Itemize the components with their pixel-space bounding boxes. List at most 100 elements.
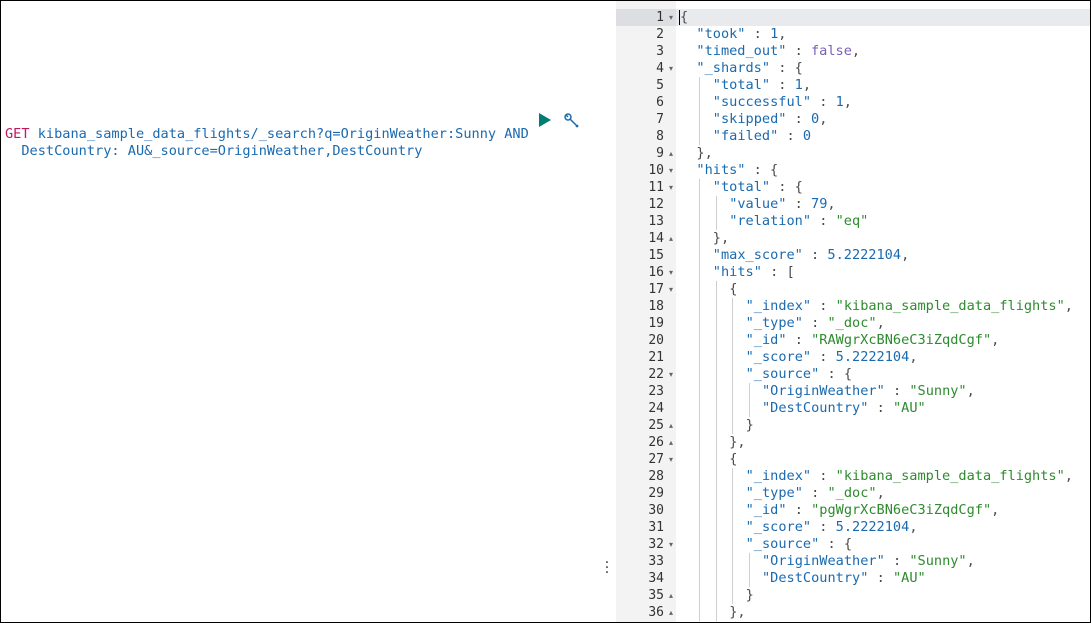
- request-line-2[interactable]: DestCountry: AU&_source=OriginWeather,De…: [5, 143, 422, 160]
- fold-toggle-icon[interactable]: ▾: [668, 268, 673, 277]
- code-token: :: [786, 43, 811, 59]
- response-line: 30"_id" : "pgWgrXcBN6eC3iZqdCgf",: [616, 502, 1090, 519]
- code-text: "_type" : "_doc",: [746, 485, 885, 502]
- code-text: "_type" : "_doc",: [746, 315, 885, 332]
- indent-guide: [732, 485, 734, 502]
- code-token: "hits": [712, 264, 762, 280]
- response-viewer[interactable]: 1▾{2"took" : 1,3"timed_out" : false,4▾"_…: [616, 1, 1090, 622]
- fold-toggle-icon[interactable]: ▾: [668, 455, 673, 464]
- response-line: 2"took" : 1,: [616, 26, 1090, 43]
- indent-guide: [715, 587, 717, 604]
- line-number-text: 24: [648, 401, 664, 416]
- indent-guide: [699, 434, 701, 451]
- indent-guide: [715, 281, 717, 298]
- request-line-1[interactable]: GET kibana_sample_data_flights/_search?q…: [5, 126, 529, 143]
- indent-guide: [715, 213, 717, 230]
- fold-end-icon[interactable]: ▴: [668, 149, 673, 158]
- line-number: 7: [616, 111, 676, 128]
- code-token: : {: [770, 179, 803, 195]
- code-token: "total": [712, 77, 771, 93]
- indent-guide: [748, 570, 750, 587]
- code-text: },: [729, 434, 745, 451]
- code-token: :: [811, 519, 836, 535]
- code-token: ,: [966, 383, 975, 399]
- response-line: 19"_type" : "_doc",: [616, 315, 1090, 332]
- line-number: 31: [616, 519, 676, 536]
- code-token: ,: [1064, 298, 1073, 314]
- code-token: "_type": [745, 315, 803, 331]
- indent-guide: [699, 451, 701, 468]
- line-number-text: 8: [656, 129, 664, 144]
- code-text: "_score" : 5.2222104,: [746, 519, 918, 536]
- fold-end-icon[interactable]: ▴: [668, 438, 673, 447]
- line-number: 22 ▾: [616, 366, 676, 383]
- code-token: "hits": [696, 162, 746, 178]
- indent-guide: [699, 298, 701, 315]
- code-line: "timed_out" : false,: [676, 43, 1090, 60]
- code-line: "_source" : {: [676, 366, 1090, 383]
- indent-guide: [715, 417, 717, 434]
- indent-guide: [732, 587, 734, 604]
- code-token: :: [778, 128, 803, 144]
- code-token: 0: [811, 111, 820, 127]
- code-line: },: [676, 604, 1090, 621]
- code-text: "failed" : 0: [713, 128, 811, 145]
- fold-end-icon[interactable]: ▴: [668, 421, 673, 430]
- code-line: "DestCountry" : "AU": [676, 400, 1090, 417]
- fold-end-icon[interactable]: ▴: [668, 591, 673, 600]
- line-number: 8: [616, 128, 676, 145]
- code-token: :: [786, 502, 812, 518]
- fold-end-icon[interactable]: ▴: [668, 608, 673, 617]
- fold-toggle-icon[interactable]: ▾: [668, 64, 673, 73]
- fold-toggle-icon[interactable]: ▾: [668, 285, 673, 294]
- code-token: :: [770, 77, 795, 93]
- indent-guide: [715, 315, 717, 332]
- code-token: "_index": [745, 298, 812, 314]
- code-token: ,: [778, 26, 787, 42]
- response-line: 10▾"hits" : {: [616, 162, 1090, 179]
- response-line: 25▴}: [616, 417, 1090, 434]
- fold-toggle-icon[interactable]: ▾: [668, 166, 673, 175]
- indent-guide: [732, 298, 734, 315]
- code-token: ,: [909, 349, 918, 365]
- code-token: },: [729, 604, 746, 620]
- line-number: 6: [616, 94, 676, 111]
- indent-guide: [699, 247, 701, 264]
- play-icon[interactable]: [537, 112, 553, 128]
- line-number-text: 22: [648, 367, 664, 382]
- code-token: ,: [991, 332, 1000, 348]
- wrench-icon[interactable]: [563, 112, 581, 130]
- indent-guide: [715, 485, 717, 502]
- fold-end-icon[interactable]: ▴: [668, 234, 673, 243]
- code-text: },: [729, 604, 745, 621]
- pane-divider[interactable]: [599, 1, 616, 622]
- indent-guide: [715, 434, 717, 451]
- fold-toggle-icon[interactable]: ▾: [668, 183, 673, 192]
- code-token: "DestCountry": [762, 400, 869, 416]
- code-token: }: [745, 417, 754, 433]
- line-number: 35▴: [616, 587, 676, 604]
- response-line: 7"skipped" : 0,: [616, 111, 1090, 128]
- line-number-text: 33: [648, 554, 664, 569]
- fold-toggle-icon[interactable]: ▾: [668, 540, 673, 549]
- code-token: "Sunny": [909, 553, 967, 569]
- code-token: : {: [819, 536, 853, 552]
- code-text: },: [696, 145, 712, 162]
- request-editor[interactable]: GET kibana_sample_data_flights/_search?q…: [1, 1, 599, 622]
- vertical-dots-icon[interactable]: ···: [604, 555, 610, 581]
- code-token: :: [811, 94, 836, 110]
- indent-guide: [715, 298, 717, 315]
- response-line: 20"_id" : "RAWgrXcBN6eC3iZqdCgf",: [616, 332, 1090, 349]
- code-token: "_score": [745, 519, 812, 535]
- response-line: 1▾{: [616, 9, 1090, 26]
- code-token: : {: [819, 366, 853, 382]
- code-text: }: [746, 417, 754, 434]
- response-line: 3"timed_out" : false,: [616, 43, 1090, 60]
- code-text: "_id" : "pgWgrXcBN6eC3iZqdCgf",: [746, 502, 1000, 519]
- code-token: }: [745, 587, 754, 603]
- fold-toggle-icon[interactable]: ▾: [668, 13, 673, 22]
- line-number-text: 26: [648, 435, 664, 450]
- code-token: "timed_out": [696, 43, 787, 59]
- fold-toggle-icon[interactable]: ▾: [668, 370, 673, 379]
- code-text: "_shards" : {: [696, 60, 802, 77]
